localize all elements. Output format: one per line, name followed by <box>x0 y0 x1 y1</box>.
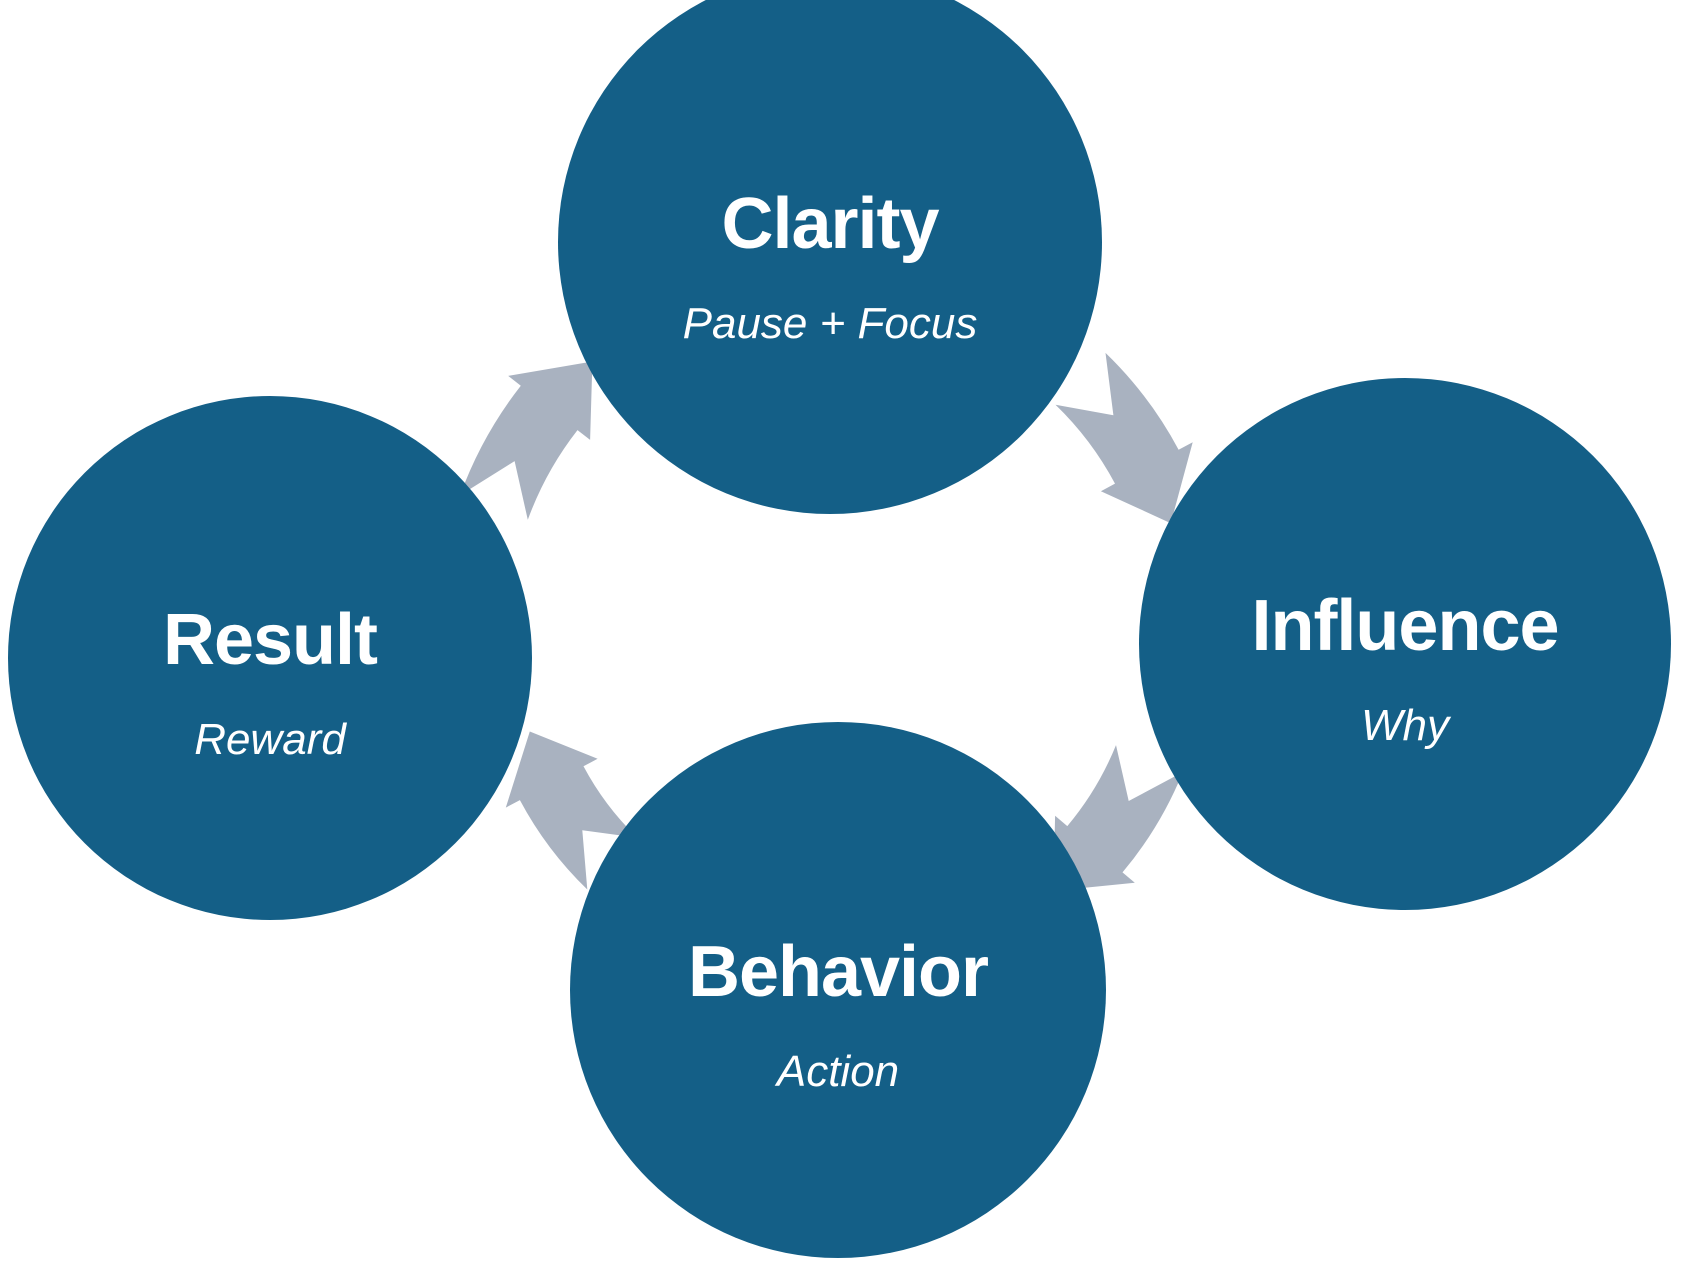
arrow-result-to-clarity-icon <box>460 361 593 520</box>
node-influence-label: Influence <box>1251 586 1559 666</box>
node-result-label: Result <box>162 600 378 680</box>
node-influence-sublabel: Why <box>1361 701 1449 750</box>
arrow-clarity-to-influence-icon <box>1055 352 1193 524</box>
node-clarity-label: Clarity <box>721 184 939 264</box>
cycle-node-influence: Influence Why <box>1139 378 1671 910</box>
node-behavior-label: Behavior <box>687 932 989 1012</box>
node-behavior-sublabel: Action <box>776 1047 900 1096</box>
arrow-influence-to-behavior-icon <box>1053 745 1183 891</box>
cycle-node-behavior: Behavior Action <box>570 722 1106 1258</box>
arrow-behavior-to-result-icon <box>505 731 638 890</box>
node-clarity-sublabel: Pause + Focus <box>682 299 978 348</box>
node-result-sublabel: Reward <box>194 715 346 764</box>
cycle-node-clarity: Clarity Pause + Focus <box>558 0 1102 514</box>
cycle-node-result: Result Reward <box>8 396 532 920</box>
